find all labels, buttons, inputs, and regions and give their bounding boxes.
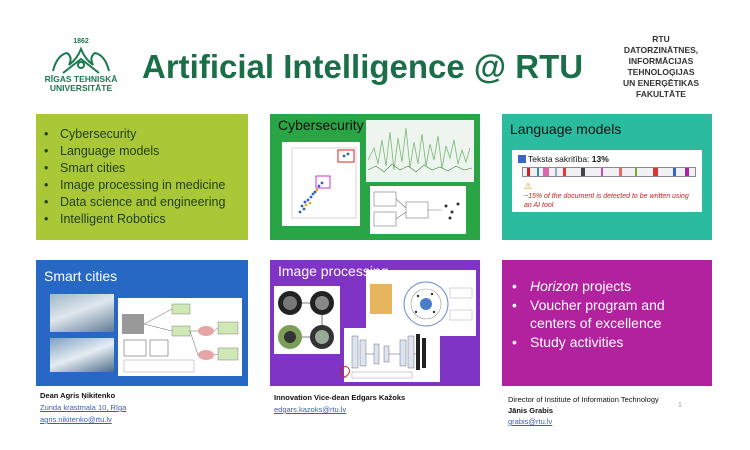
projects-tile: •Horizon projects •Voucher program and c…	[502, 260, 712, 386]
language-models-tile: Language models Teksta sakritība: 13% ⚠ …	[502, 114, 712, 240]
contact-director: Director of Institute of Information Tec…	[508, 394, 659, 427]
tile-title: Image processing	[278, 263, 389, 279]
logo-line-2: UNIVERSITĀTE	[49, 83, 113, 93]
tile-title: Language models	[510, 121, 622, 137]
contact-name: Jānis Grabis	[508, 406, 554, 415]
contact-role: Director of Institute of Information Tec…	[508, 395, 659, 404]
ai-detection-note: ~15% of the document is detected to be w…	[524, 193, 689, 209]
research-areas-list: Cybersecurity Language models Smart citi…	[44, 126, 225, 228]
contact-dean: Dean Agris Ņikitenko Zunda krastmala 10,…	[40, 390, 126, 426]
scatter-plot-image	[282, 142, 360, 226]
list-item: Smart cities	[44, 160, 225, 177]
email-link[interactable]: edgars.kazoks@rtu.lv	[274, 405, 347, 414]
email-link[interactable]: agris.nikitenko@rtu.lv	[40, 415, 112, 424]
contact-name: Dean Agris Ņikitenko	[40, 391, 116, 400]
slide-number: 1	[678, 402, 682, 409]
slide-title: Artificial Intelligence @ RTU	[142, 48, 584, 85]
document-icon	[518, 155, 526, 163]
project-emphasis: Horizon	[530, 278, 579, 294]
logo-line-1: RĪGAS TEHNISKĀ	[44, 74, 118, 84]
neural-network-diagram	[344, 328, 440, 382]
cybersecurity-tile: Cybersecurity	[270, 114, 480, 240]
rtu-logo: 1862 RĪGAS TEHNISKĀ UNIVERSITĀTE	[38, 38, 124, 102]
list-item: •Voucher program and centers of excellen…	[512, 296, 665, 332]
list-item: Language models	[44, 143, 225, 160]
contact-vice-dean: Innovation Vice-dean Edgars Kažoks edgar…	[274, 392, 405, 416]
faculty-logo: RTU DATORZINĀTNES, INFORMĀCIJAS TEHNOLOĢ…	[612, 34, 710, 100]
projects-list: •Horizon projects •Voucher program and c…	[512, 277, 708, 351]
faculty-line-2: DATORZINĀTNES,	[623, 45, 699, 55]
research-areas-tile: Cybersecurity Language models Smart citi…	[36, 114, 248, 240]
email-link[interactable]: grabis@rtu.lv	[508, 417, 553, 426]
list-item: Cybersecurity	[44, 126, 225, 143]
similarity-strip	[522, 167, 696, 177]
address-link[interactable]: Zunda krastmala 10, Rīga	[40, 403, 127, 412]
list-item: •Study activities	[512, 333, 624, 350]
crest-icon	[52, 46, 110, 74]
similarity-label: Teksta sakritība: 13%	[528, 154, 609, 164]
faculty-line-4: TEHNOLOĢIJAS	[627, 67, 695, 77]
tile-title: Smart cities	[44, 268, 118, 284]
faculty-line-6: FAKULTĀTE	[636, 89, 686, 99]
segmentation-pipeline-image	[366, 270, 476, 336]
list-item: Image processing in medicine	[44, 177, 225, 194]
list-item: Intelligent Robotics	[44, 211, 225, 228]
similarity-value: 13%	[591, 154, 609, 164]
timeseries-chart-image	[366, 120, 474, 182]
city-photo-1	[50, 294, 114, 332]
contact-name: Innovation Vice-dean Edgars Kažoks	[274, 393, 406, 402]
tile-title: Cybersecurity	[278, 117, 364, 133]
city-photo-2	[50, 338, 114, 372]
list-item: Data science and engineering	[44, 194, 225, 211]
faculty-line-3: INFORMĀCIJAS	[628, 56, 694, 66]
network-diagram-image	[370, 186, 466, 234]
logo-year: 1862	[73, 38, 89, 45]
list-item: •Horizon projects	[512, 278, 632, 294]
warning-icon: ⚠	[524, 181, 533, 191]
system-flow-diagram	[118, 298, 242, 376]
smart-cities-tile: Smart cities	[36, 260, 248, 386]
image-processing-tile: Image processing	[270, 260, 480, 386]
faculty-line-5: UN ENERĢĒTIKAS	[622, 78, 700, 88]
plagiarism-report-card: Teksta sakritība: 13% ⚠ ~15% of the docu…	[512, 150, 702, 212]
faculty-line-1: RTU	[652, 34, 670, 44]
microscopy-image-grid	[274, 286, 340, 354]
